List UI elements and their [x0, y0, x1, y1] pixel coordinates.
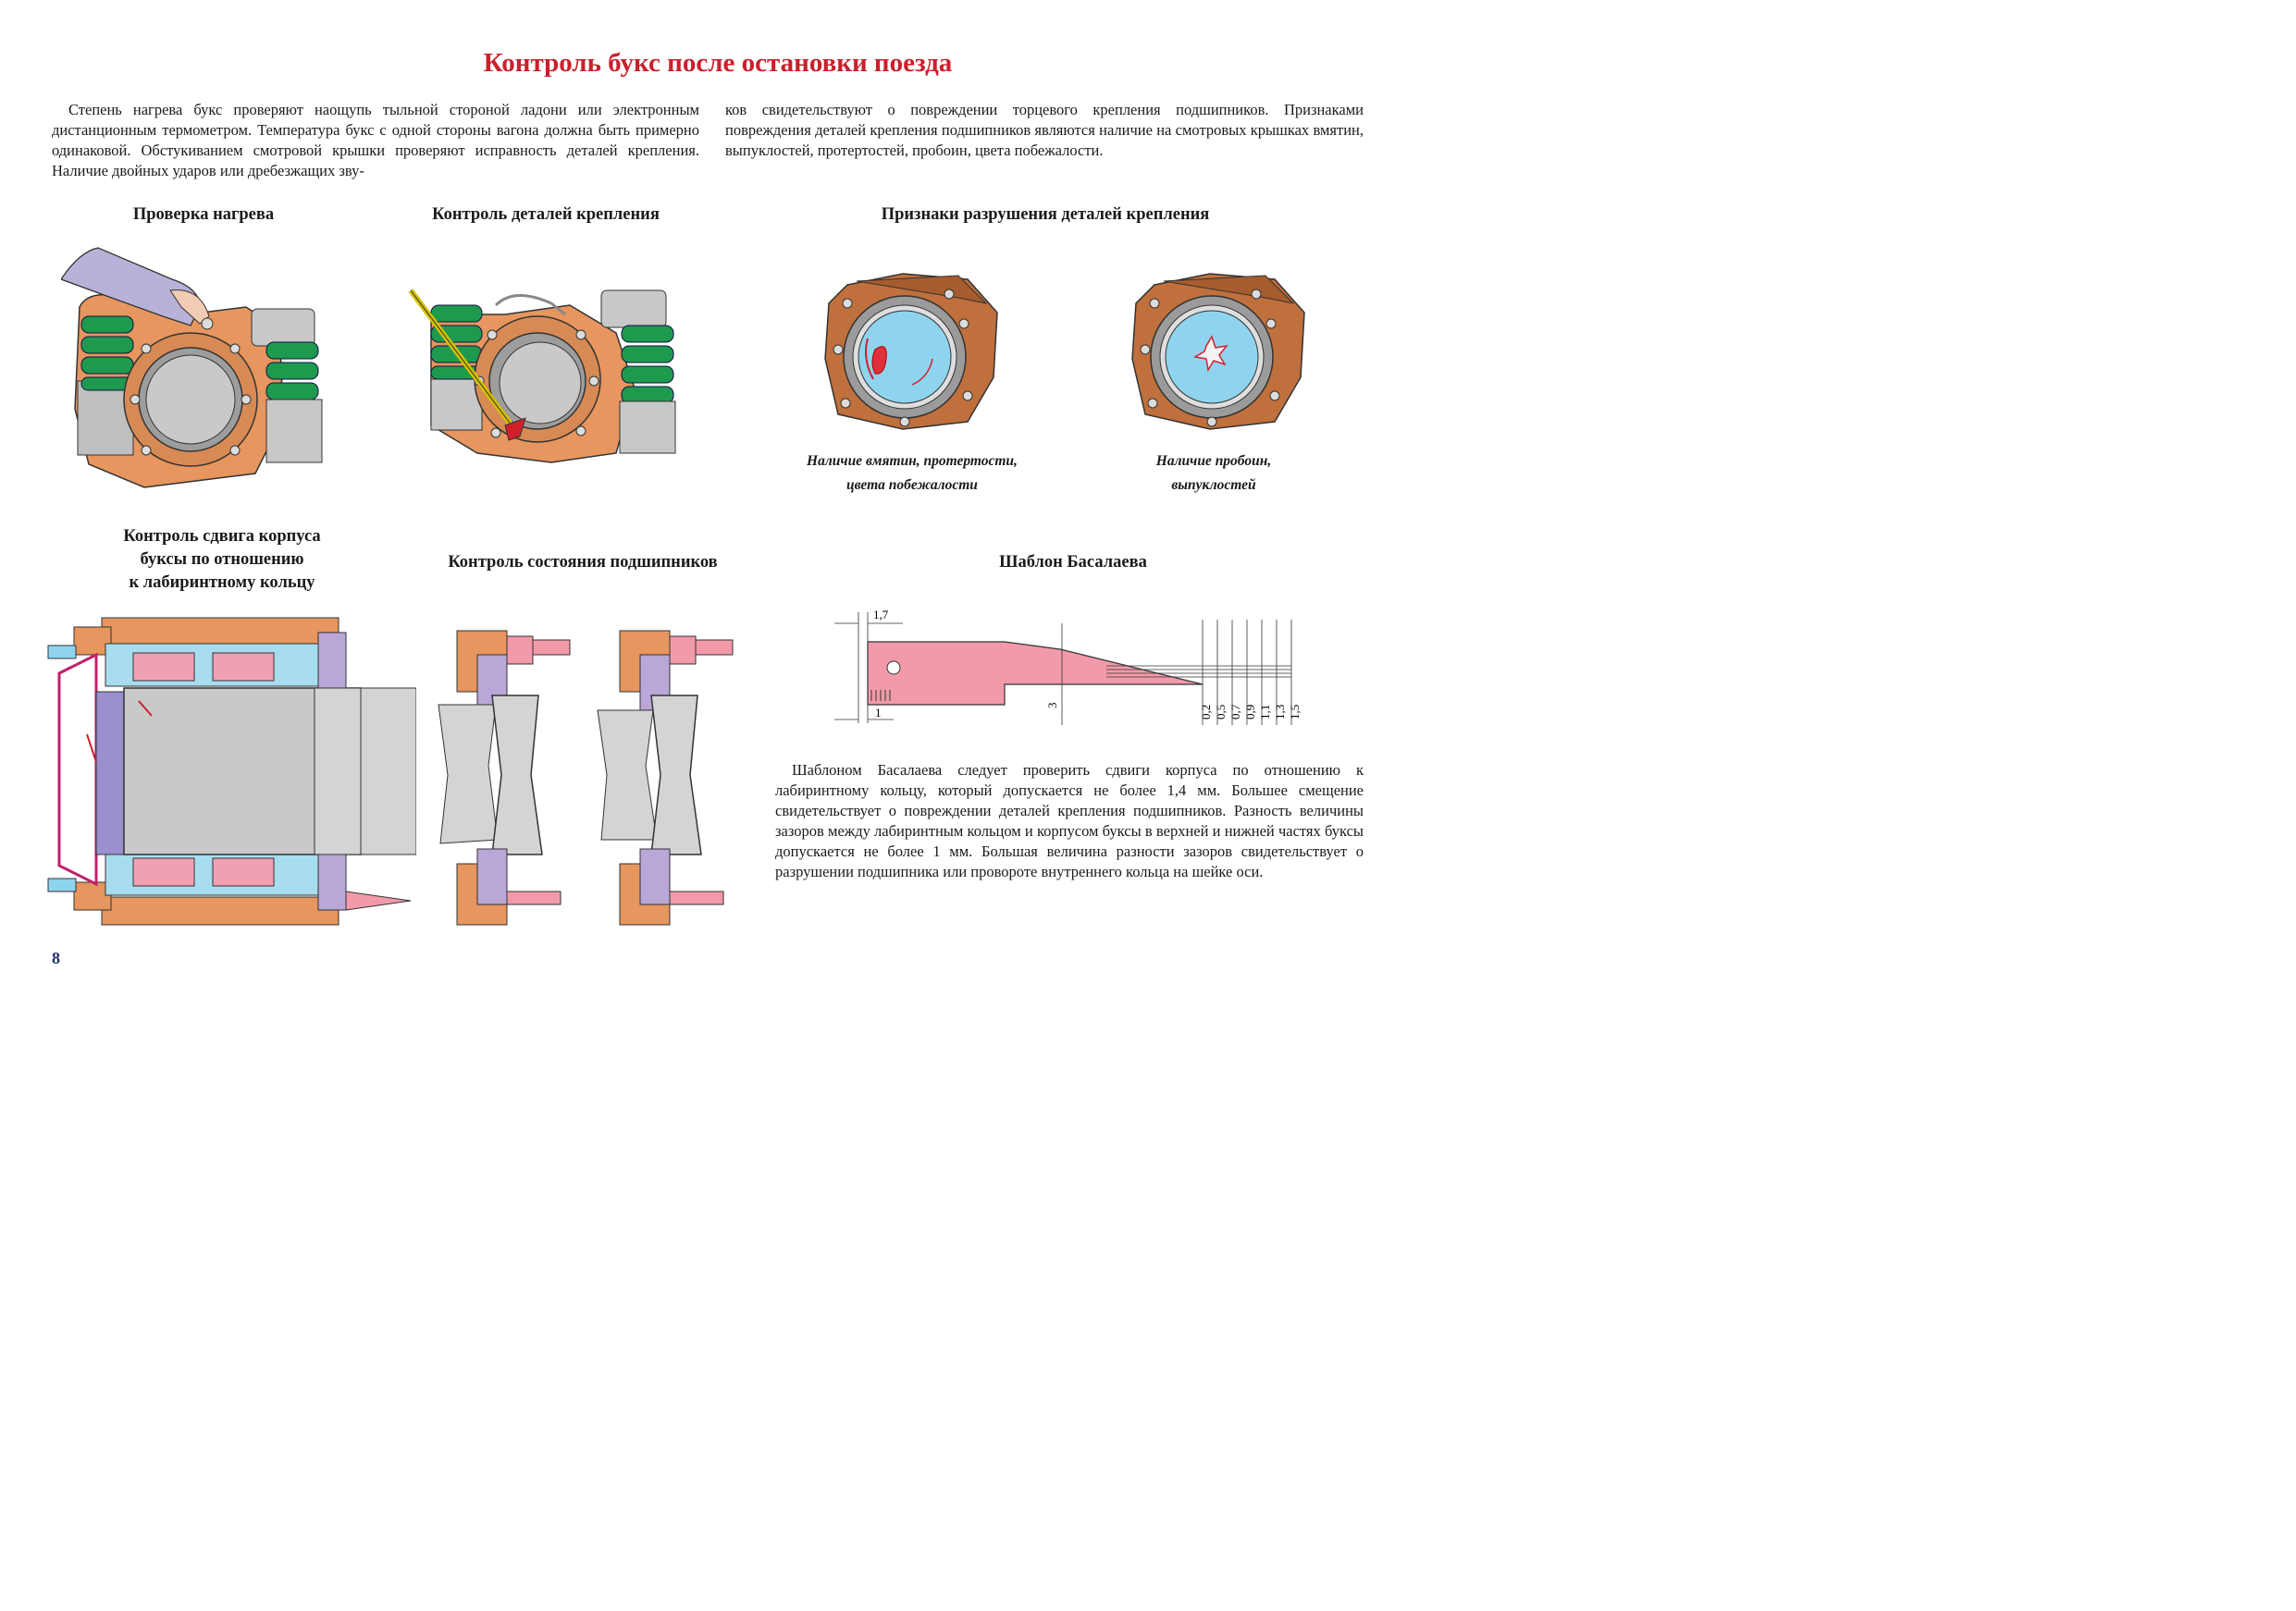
dim-step-1: 0,2 [1199, 705, 1213, 719]
cover-dents-illustration [824, 273, 998, 430]
heading-shift-check: Контроль сдвига корпуса буксы по отношен… [123, 527, 321, 592]
heat-check-illustration [61, 247, 323, 488]
fastening-check-illustration [408, 289, 676, 463]
basalaev-template-drawing: 1,7 1 3 0,2 0,5 0,7 0,9 1,1 1,3 1,5 [834, 608, 1301, 725]
dim-step-6: 1,3 [1273, 705, 1287, 719]
bearing-condition-illustration [438, 630, 734, 926]
dim-step-2: 0,5 [1214, 705, 1228, 719]
heading-damage-signs: Признаки разрушения деталей крепления [881, 205, 1210, 224]
bearing-state-right [597, 630, 734, 926]
heading-fastening-check: Контроль деталей крепления [432, 205, 660, 224]
basalaev-paragraph: Шаблоном Басалаева следует проверить сдв… [775, 761, 1364, 880]
intro-right-paragraph: ков свидетельствуют о повреждении торцев… [725, 101, 1364, 159]
dim-step-4: 0,9 [1243, 705, 1257, 719]
heading-bearing-check: Контроль состояния подшипников [448, 553, 718, 572]
dim-step-7: 1,5 [1288, 705, 1301, 719]
heading-basalaev-template: Шаблон Басалаева [999, 553, 1147, 572]
dim-top-label: 1,7 [873, 608, 889, 621]
caption-dents: Наличие вмятин, протертости, цвета побеж… [807, 453, 1018, 493]
dim-bottom-label: 1 [875, 706, 882, 719]
page-title: Контроль букс после остановки поезда [483, 48, 953, 78]
axlebox-cross-section [47, 617, 416, 926]
caption-holes: Наличие пробоин, выпуклостей [1155, 453, 1272, 493]
intro-left-paragraph: Степень нагрева букс проверяют наощупь т… [52, 101, 699, 179]
heading-heat-check: Проверка нагрева [132, 205, 275, 224]
page-number: 8 [52, 949, 60, 967]
dim-step-3: 0,7 [1228, 704, 1242, 719]
dim-height-label: 3 [1045, 703, 1059, 709]
bearing-state-left [438, 630, 571, 926]
dim-step-5: 1,1 [1258, 705, 1272, 719]
cover-holes-illustration [1131, 273, 1305, 430]
